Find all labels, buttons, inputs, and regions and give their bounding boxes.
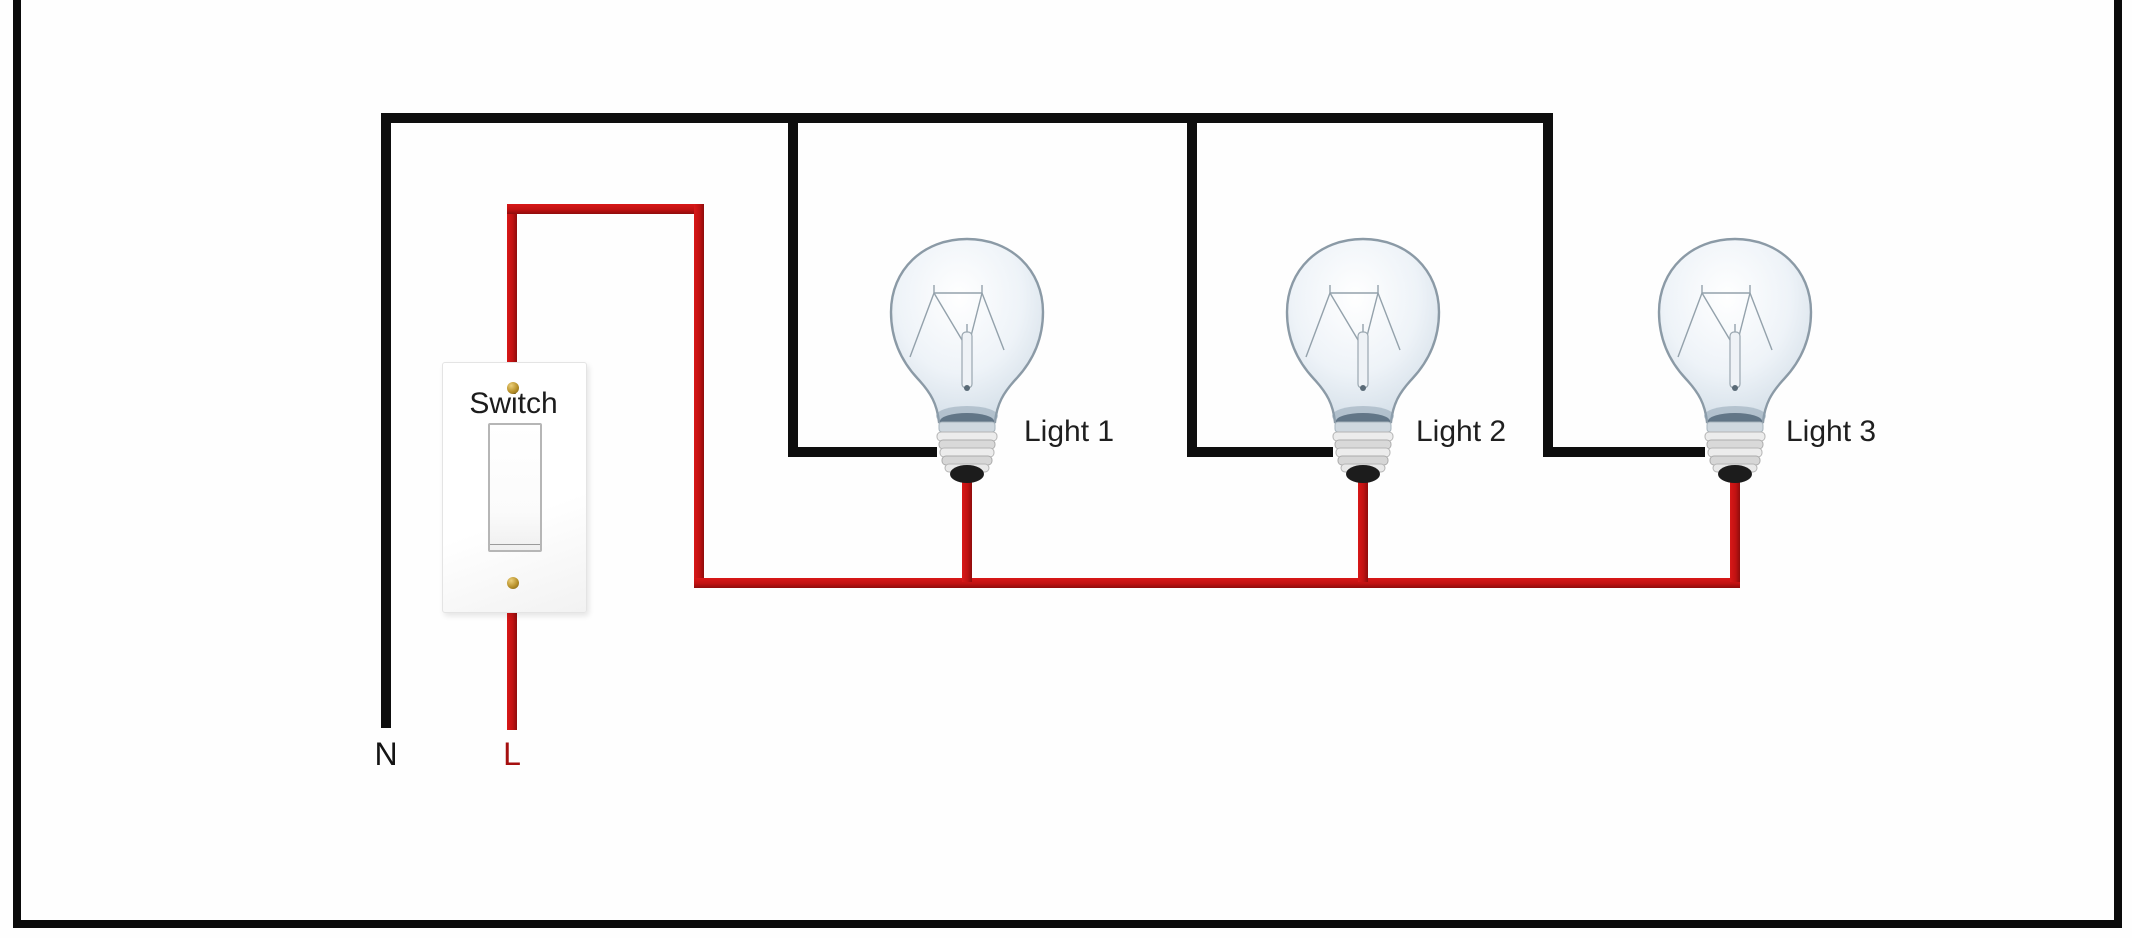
switch-bottom-screw	[507, 577, 519, 589]
neutral-wire-top-horizontal	[381, 113, 1553, 123]
neutral-branch2-vertical	[1187, 113, 1197, 457]
live-stub-light2	[1358, 478, 1368, 582]
frame-left-border	[13, 0, 21, 928]
live-wire-bottom-horizontal	[694, 578, 1740, 588]
neutral-branch1-horizontal	[788, 447, 937, 457]
switch-top-screw	[507, 382, 519, 394]
neutral-terminal-label: N	[374, 736, 398, 772]
live-wire-supply-vertical	[507, 588, 517, 730]
neutral-branch3-horizontal	[1543, 447, 1705, 457]
light3-label: Light 3	[1786, 415, 1877, 448]
live-wire-right-vertical	[694, 204, 704, 588]
light-bulb-2	[1285, 237, 1441, 483]
light-bulb-1	[889, 237, 1045, 483]
neutral-branch2-horizontal	[1187, 447, 1333, 457]
neutral-wire-vertical	[381, 113, 391, 728]
live-wire-switch-to-top	[507, 204, 517, 388]
live-stub-light1	[962, 478, 972, 582]
switch-rocker[interactable]	[488, 423, 542, 552]
live-terminal-label: L	[503, 736, 521, 772]
light-bulb-3	[1657, 237, 1813, 483]
live-stub-light3	[1730, 478, 1740, 582]
neutral-branch3-vertical	[1543, 113, 1553, 457]
light2-label: Light 2	[1416, 415, 1507, 448]
switch-plate	[442, 362, 587, 613]
frame-bottom-border	[13, 920, 2122, 928]
light1-label: Light 1	[1024, 415, 1115, 448]
frame-right-border	[2114, 0, 2122, 928]
live-wire-top-horizontal	[507, 204, 704, 214]
neutral-branch1-vertical	[788, 113, 798, 457]
